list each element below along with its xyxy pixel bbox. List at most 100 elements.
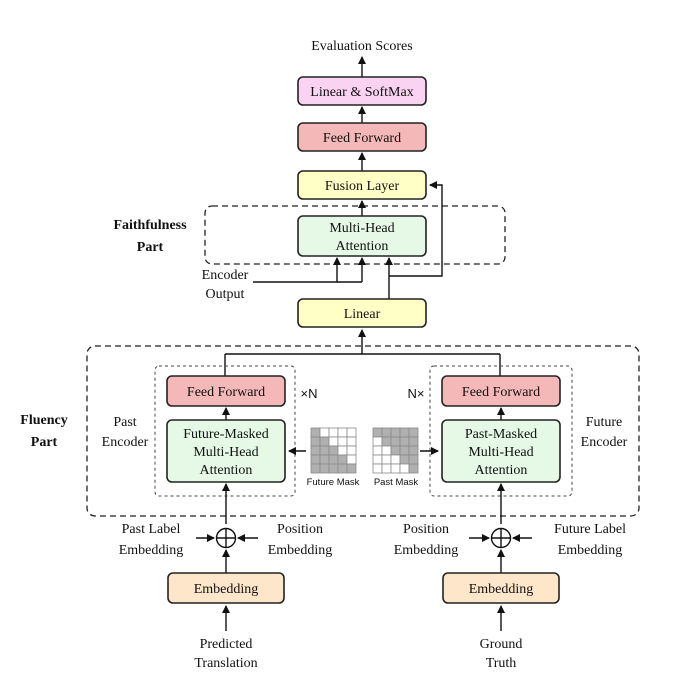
future-mask-cell xyxy=(346,436,357,447)
past-mask-cell xyxy=(372,427,383,438)
future-attn-label-line2: Multi-Head xyxy=(468,445,533,460)
future-encoder-region xyxy=(429,365,573,497)
past-mask-cell xyxy=(399,436,410,447)
past-mask-cell xyxy=(381,454,392,465)
past-feed-forward-label: Feed Forward xyxy=(187,385,265,400)
past-encoder-label-line1: Past xyxy=(113,415,136,430)
past-mask-cell xyxy=(381,445,392,456)
future-feed-forward-block: Feed Forward xyxy=(441,375,561,407)
past-encoder-repeat: ×N xyxy=(301,386,318,401)
multi-head-attention-block: Multi-Head Attention xyxy=(297,215,427,257)
left-position-embedding-line1: Position xyxy=(277,522,323,537)
fusion-layer-box xyxy=(297,170,427,200)
multi-head-attention-box xyxy=(297,215,427,257)
left-position-embedding-line2: Embedding xyxy=(268,543,333,558)
future-mask-cell xyxy=(310,463,321,474)
right-embedding-box xyxy=(442,572,560,604)
future-mask-cell xyxy=(328,454,339,465)
arrow-linear-to-fusion xyxy=(389,181,443,277)
future-mask-cell xyxy=(346,427,357,438)
mha-label-line1: Multi-Head xyxy=(329,221,394,236)
future-mask-cell xyxy=(319,436,330,447)
future-mask-cell xyxy=(337,427,348,438)
past-feed-forward-block: Feed Forward xyxy=(166,375,286,407)
past-mask-cell xyxy=(372,454,383,465)
future-label-embedding-line2: Embedding xyxy=(558,543,623,558)
right-embedding-label: Embedding xyxy=(469,582,534,597)
future-mask-label: Future Mask xyxy=(307,477,360,488)
left-embedding-box xyxy=(167,572,285,604)
past-mask-cell xyxy=(399,427,410,438)
mha-label-line2: Attention xyxy=(336,239,389,254)
past-label-embedding-line2: Embedding xyxy=(119,543,184,558)
future-mask-cell xyxy=(310,427,321,438)
linear-box xyxy=(297,298,427,328)
past-mask-cell xyxy=(372,445,383,456)
future-feed-forward-box xyxy=(441,375,561,407)
past-mask-cell xyxy=(399,445,410,456)
future-feed-forward-label: Feed Forward xyxy=(462,385,540,400)
future-mask-cell xyxy=(319,463,330,474)
future-mask-cell xyxy=(310,445,321,456)
linear-label: Linear xyxy=(344,307,381,322)
past-mask-cell xyxy=(381,463,392,474)
future-mask-cell xyxy=(328,427,339,438)
fusion-layer-label: Fusion Layer xyxy=(325,179,400,194)
faithfulness-region xyxy=(204,205,506,265)
past-attn-label-line2: Multi-Head xyxy=(193,445,258,460)
past-mask-cell xyxy=(408,436,419,447)
future-encoder-label-line2: Encoder xyxy=(581,435,628,450)
feed-forward-top-block: Feed Forward xyxy=(297,122,427,152)
future-mask-cell xyxy=(337,436,348,447)
right-embedding-block: Embedding xyxy=(442,572,560,604)
past-attn-label-line1: Future-Masked xyxy=(183,427,269,442)
past-mask-cell xyxy=(372,436,383,447)
fluency-label-line2: Part xyxy=(31,435,58,450)
future-mask-cell xyxy=(328,445,339,456)
past-mask-cell xyxy=(381,427,392,438)
right-position-embedding-line2: Embedding xyxy=(394,543,459,558)
future-mask-cell xyxy=(337,454,348,465)
future-attn-label-line1: Past-Masked xyxy=(465,427,537,442)
future-masked-attention-box xyxy=(166,419,286,483)
past-mask-cell xyxy=(390,454,401,465)
past-label-embedding-line1: Past Label xyxy=(122,522,181,537)
future-encoder-label-line1: Future xyxy=(586,415,623,430)
faithfulness-label-line2: Part xyxy=(137,240,164,255)
future-mask-cell xyxy=(328,436,339,447)
future-mask-cell xyxy=(319,445,330,456)
past-encoder-region xyxy=(154,365,296,497)
future-encoder-repeat: N× xyxy=(408,386,425,401)
past-mask-grid xyxy=(372,427,419,474)
past-attn-label-line3: Attention xyxy=(200,463,253,478)
past-masked-attention-box xyxy=(441,419,561,483)
future-label-embedding-line1: Future Label xyxy=(554,522,626,537)
encoder-output-label-line1: Encoder xyxy=(202,268,249,283)
fluency-label-line1: Fluency xyxy=(20,413,67,428)
past-encoder-label-line2: Encoder xyxy=(102,435,149,450)
fusion-layer-block: Fusion Layer xyxy=(297,170,427,200)
past-mask-cell xyxy=(390,427,401,438)
evaluation-scores-label: Evaluation Scores xyxy=(311,39,412,54)
future-mask-cell xyxy=(319,427,330,438)
past-mask-cell xyxy=(390,463,401,474)
future-mask-cell xyxy=(346,463,357,474)
past-feed-forward-box xyxy=(166,375,286,407)
predicted-translation-line1: Predicted xyxy=(200,637,253,652)
past-mask-cell xyxy=(408,427,419,438)
future-mask-cell xyxy=(346,454,357,465)
encoder-output-label-line2: Output xyxy=(206,287,245,302)
feed-forward-top-box xyxy=(297,122,427,152)
past-mask-cell xyxy=(408,445,419,456)
past-attention-block: Future-Masked Multi-Head Attention xyxy=(166,419,286,483)
predicted-translation-line2: Translation xyxy=(194,656,257,671)
future-attention-block: Past-Masked Multi-Head Attention xyxy=(441,419,561,483)
ground-truth-line1: Ground xyxy=(480,637,523,652)
future-mask-cell xyxy=(310,454,321,465)
past-mask-cell xyxy=(399,454,410,465)
left-embedding-label: Embedding xyxy=(194,582,259,597)
future-mask-cell xyxy=(337,463,348,474)
future-mask-cell xyxy=(328,463,339,474)
feed-forward-top-label: Feed Forward xyxy=(323,131,401,146)
